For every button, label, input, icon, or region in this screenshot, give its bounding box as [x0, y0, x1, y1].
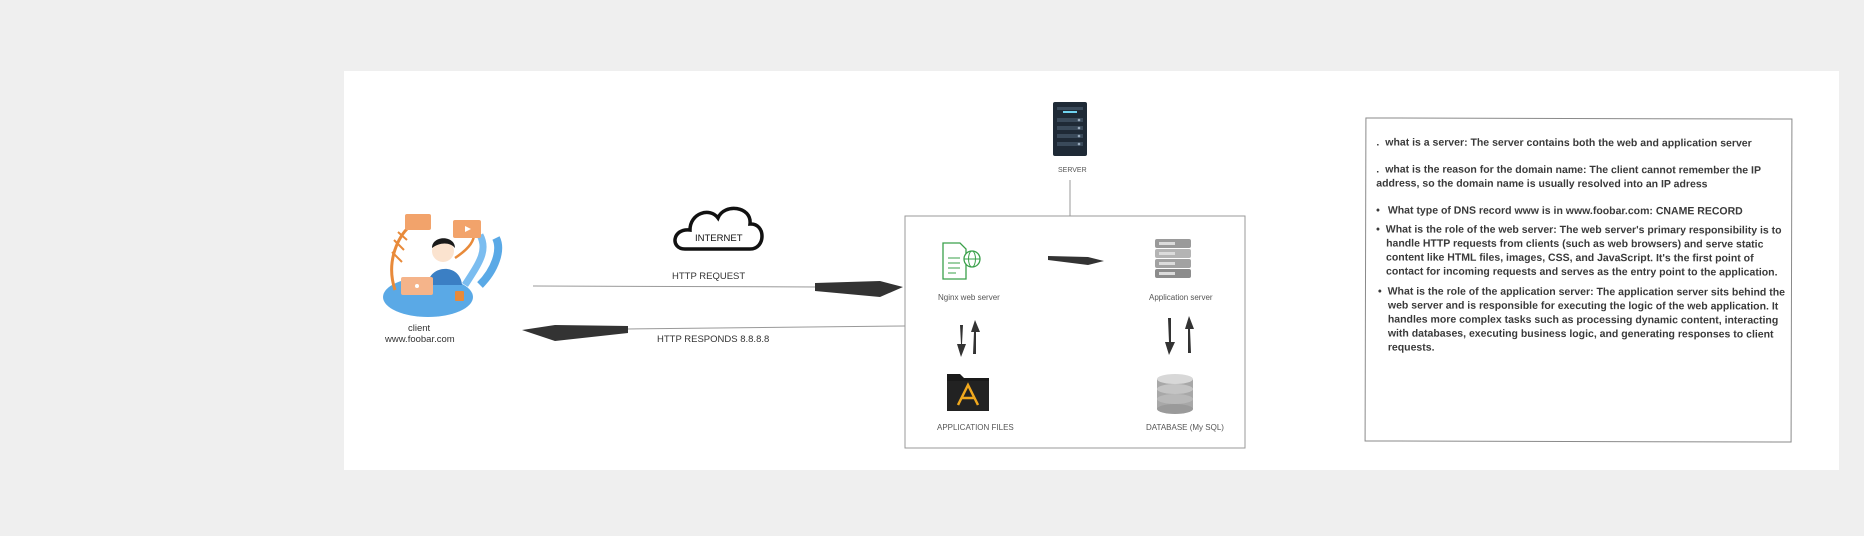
note-what-is-server: . what is a server: The server contains b…: [1376, 135, 1781, 150]
note-domain-name-reason: .what is the reason for the domain name:…: [1376, 162, 1781, 191]
files-to-nginx-arrow-up: [971, 320, 980, 354]
nginx-to-app-arrow: [1048, 256, 1104, 265]
server-label: SERVER: [1058, 167, 1087, 174]
note-text: What is the role of the web server: The …: [1385, 223, 1782, 279]
application-server-label: Application server: [1149, 293, 1213, 302]
http-request-arrow: [815, 281, 903, 297]
application-server-icon: [1155, 239, 1191, 278]
note-bullet: .: [1376, 136, 1380, 149]
note-text: what is the reason for the domain name: …: [1376, 163, 1761, 191]
note-text: what is a server: The server contains bo…: [1385, 136, 1752, 150]
http-request-label: HTTP REQUEST: [672, 271, 746, 282]
application-files-label: APPLICATION FILES: [937, 423, 1014, 432]
note-dns-record: • What type of DNS record www is in www.f…: [1376, 203, 1781, 218]
http-request-line: [532, 285, 821, 288]
database-label: DATABASE (My SQL): [1146, 423, 1224, 432]
note-web-server-role: • What is the role of the web server: The…: [1376, 222, 1784, 279]
internet-cloud-icon: [673, 206, 764, 251]
http-responds-arrow: [522, 325, 628, 341]
note-text: What is the role of the application serv…: [1387, 285, 1786, 354]
db-to-app-arrow-up: [1185, 316, 1194, 353]
note-bullet: •: [1376, 223, 1380, 236]
note-bullet: •: [1377, 285, 1382, 298]
app-to-db-arrow-down: [1165, 318, 1175, 355]
note-bullet: .: [1376, 163, 1380, 176]
http-responds-line: [627, 325, 906, 330]
nginx-web-server-icon: [942, 242, 981, 280]
http-responds-label: HTTP RESPONDS 8.8.8.8: [657, 334, 770, 345]
client-domain: www.foobar.com: [385, 334, 455, 345]
nginx-label: Nginx web server: [938, 293, 1000, 302]
notes-panel: . what is a server: The server contains b…: [1364, 117, 1793, 443]
server-rack-icon: [1053, 102, 1087, 156]
internet-label: INTERNET: [695, 233, 743, 244]
database-icon: [1157, 374, 1193, 414]
application-files-icon: [947, 374, 989, 411]
client-label: client: [408, 323, 431, 334]
note-text: What type of DNS record www is in www.fo…: [1387, 204, 1743, 218]
note-application-server-role: • What is the role of the application ser…: [1378, 285, 1786, 356]
server-group-box: [904, 215, 1246, 449]
note-bullet: •: [1376, 204, 1380, 217]
nginx-to-files-arrow-down: [957, 325, 966, 357]
client-person-icon: [383, 214, 503, 317]
